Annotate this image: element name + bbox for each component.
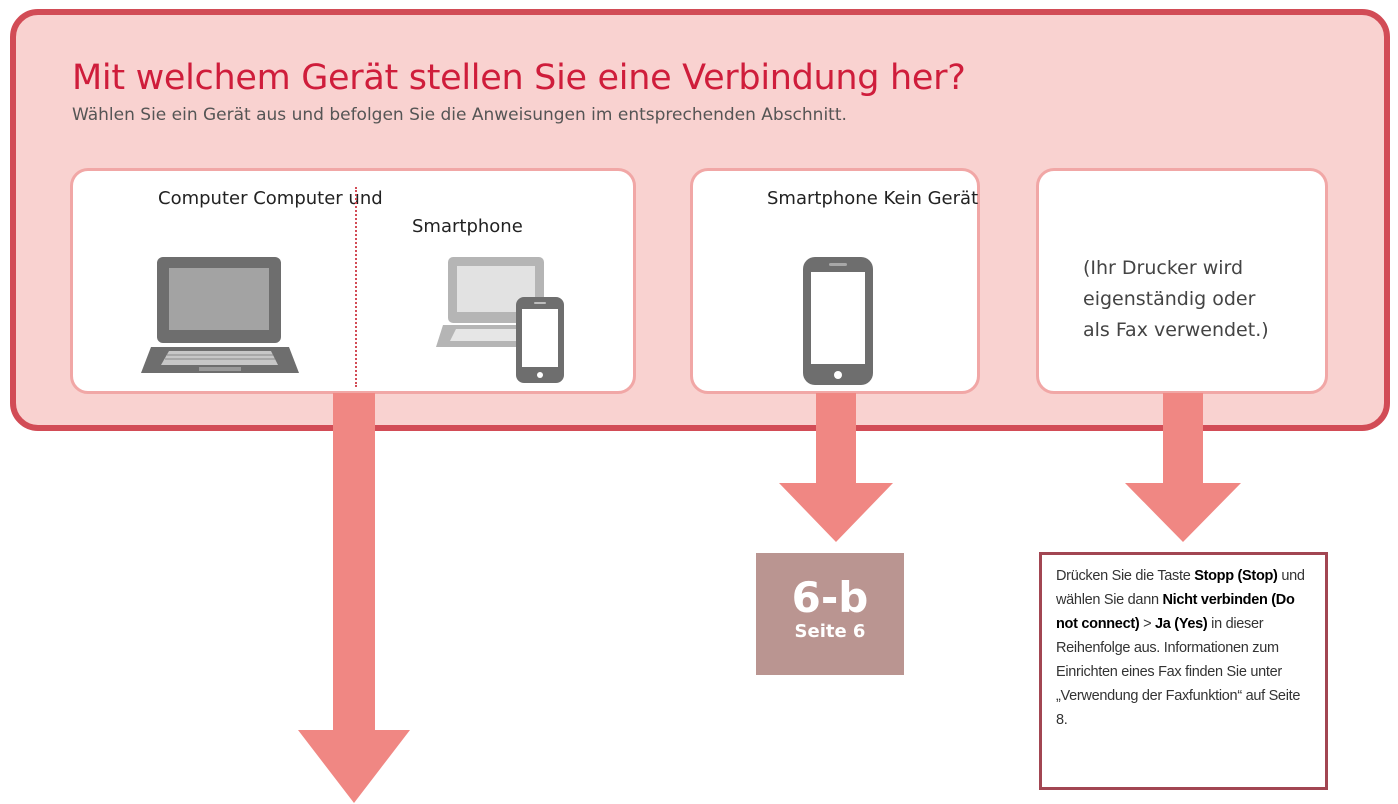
instruction-note: Drücken Sie die Taste Stopp (Stop) und w…	[1039, 552, 1328, 790]
computer-label: Computer Computer und	[158, 188, 383, 209]
section-page: Seite 6	[794, 621, 866, 642]
section-code: 6-b	[791, 573, 869, 622]
arrow-down-icon	[1125, 393, 1241, 542]
page-title: Mit welchem Gerät stellen Sie eine Verbi…	[72, 58, 966, 98]
computer-smartphone-label: Smartphone	[412, 216, 523, 237]
note-text: >	[1139, 616, 1156, 632]
no-device-card[interactable]: (Ihr Drucker wird eigenständig oder als …	[1036, 168, 1328, 394]
note-text: und wählen Sie dann	[1056, 568, 1305, 608]
smartphone-icon	[803, 257, 873, 385]
do-not-connect-option: Nicht verbinden (Do not connect)	[1056, 592, 1295, 632]
laptop-icon	[141, 257, 299, 373]
arrow-down-icon	[779, 393, 893, 542]
stop-button-name: Stopp (Stop)	[1194, 568, 1278, 584]
no-device-description: (Ihr Drucker wird eigenständig oder als …	[1083, 257, 1269, 341]
note-text: in dieser Reihenfolge aus. Informationen…	[1056, 616, 1301, 728]
computer-card[interactable]: Computer Computer und Smartphone	[70, 168, 636, 394]
note-text: Drücken Sie die Taste	[1056, 568, 1195, 584]
yes-option: Ja (Yes)	[1155, 616, 1208, 632]
smartphone-card[interactable]: Smartphone Kein Gerät	[690, 168, 980, 394]
arrow-down-icon	[298, 393, 410, 803]
smartphone-label: Smartphone Kein Gerät	[767, 188, 979, 209]
section-reference[interactable]: 6-b Seite 6	[756, 553, 904, 675]
page-subtitle: Wählen Sie ein Gerät aus und befolgen Si…	[72, 105, 847, 125]
laptop-smartphone-icon	[436, 257, 564, 383]
card-divider	[355, 187, 357, 387]
